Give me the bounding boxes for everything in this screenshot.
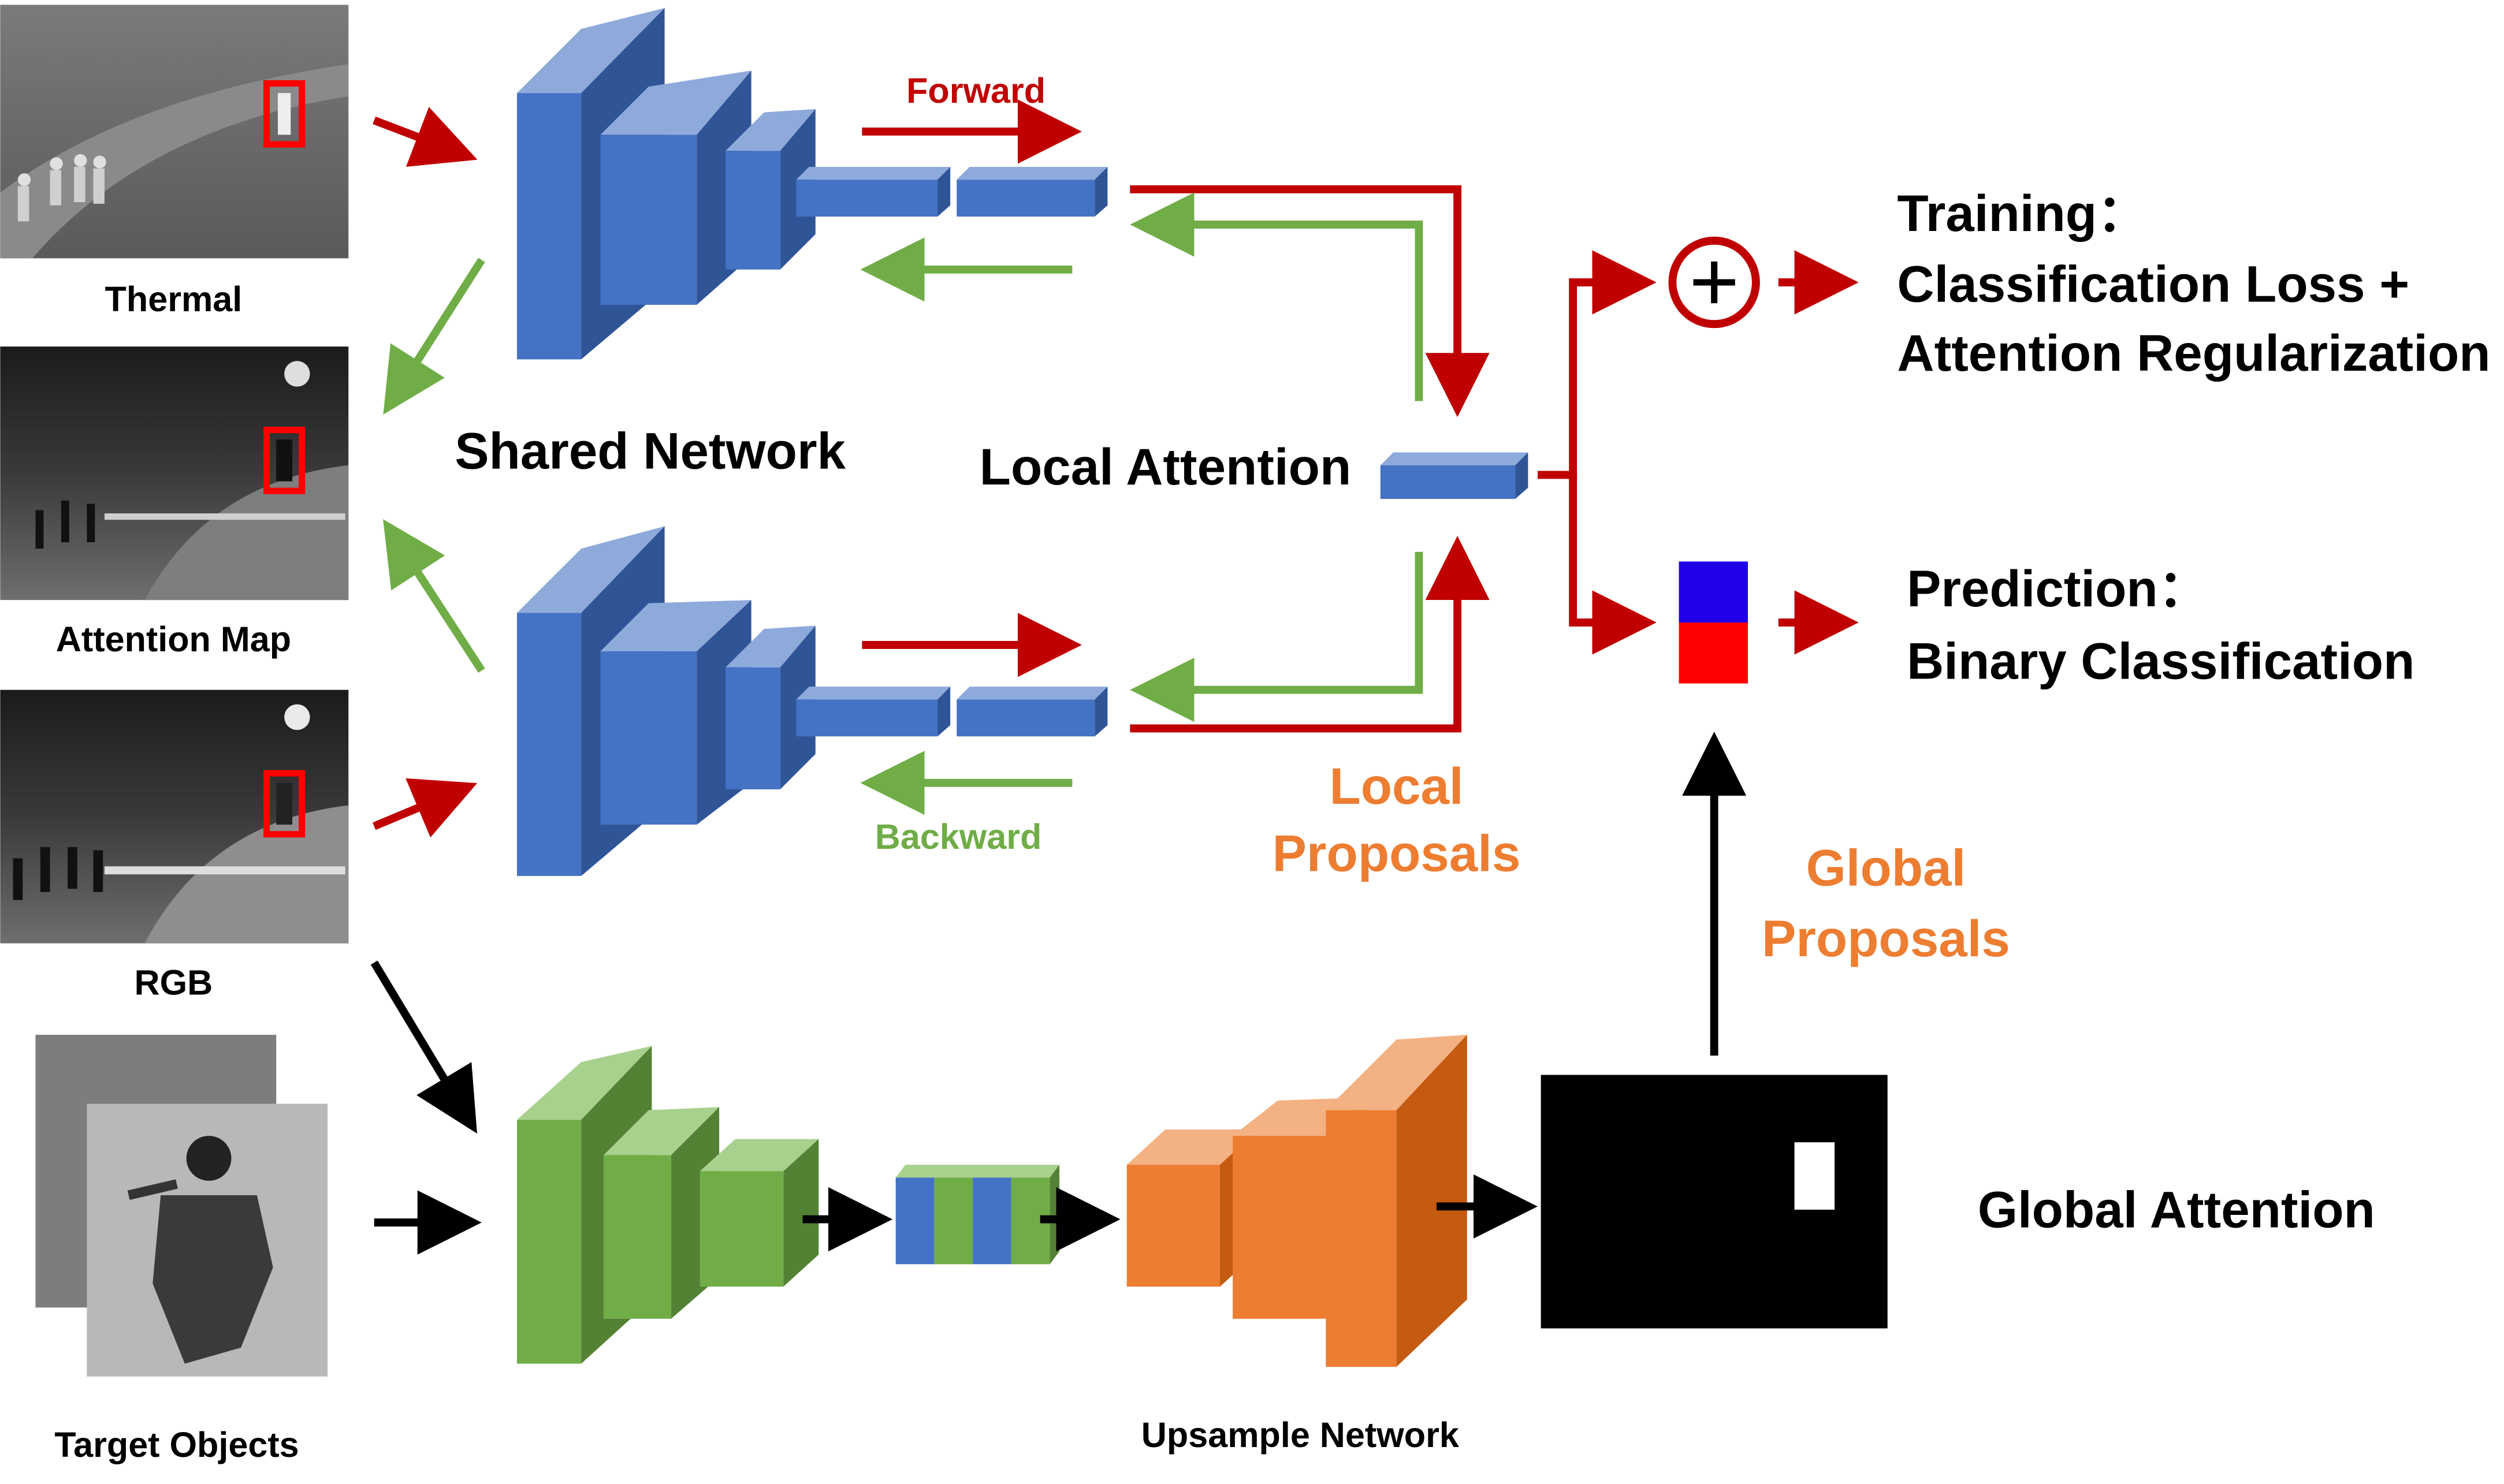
rgb-label: RGB xyxy=(135,963,213,1002)
prediction-line1: Binary Classification xyxy=(1907,632,2414,689)
global-encoder-network xyxy=(517,1046,819,1364)
attention-output-arrow-top xyxy=(383,258,485,415)
global-attention-label: Global Attention xyxy=(1978,1181,2375,1238)
local-proposals-label-line2: Proposals xyxy=(1273,825,1521,882)
training-line1: Classification Loss + xyxy=(1897,255,2409,312)
rgb-input-arrow xyxy=(373,778,478,838)
rgb-image xyxy=(0,689,349,944)
global-attention-map xyxy=(1541,1075,1888,1329)
to-training-connector xyxy=(1538,250,1657,479)
prediction-title: Prediction： xyxy=(1907,560,2209,617)
global-proposals-label-line1: Global xyxy=(1806,840,1966,897)
top-forward-connector xyxy=(1130,185,1490,417)
rgb-to-global-arrow xyxy=(370,960,477,1134)
target-objects-label: Target Objects xyxy=(54,1425,299,1464)
thermal-input-arrow xyxy=(373,107,478,167)
thermal-label: Thermal xyxy=(105,279,243,319)
to-prediction-connector xyxy=(1569,475,1657,655)
bottom-forward-connector xyxy=(1130,535,1490,733)
attention-map-image xyxy=(0,346,349,601)
local-attention-label: Local Attention xyxy=(980,438,1352,495)
backward-label: Backward xyxy=(875,817,1042,856)
attention-output-arrow-bottom xyxy=(383,519,485,673)
training-line2: Attention Regularization xyxy=(1897,325,2490,382)
forward-label: Forward xyxy=(906,71,1045,110)
sum-operator-icon xyxy=(1668,236,1760,329)
local-attention-block xyxy=(1380,452,1528,499)
bottom-backward-connector xyxy=(1130,551,1423,722)
top-backward-connector xyxy=(1130,192,1423,401)
upsample-network xyxy=(1126,1035,1467,1367)
thermal-image xyxy=(0,5,349,259)
bottleneck-blocks xyxy=(895,1165,1060,1265)
shared-network-label: Shared Network xyxy=(455,422,846,479)
local-proposals-label-line1: Local xyxy=(1329,758,1463,815)
training-title: Training： xyxy=(1897,185,2148,242)
global-proposals-label-line2: Proposals xyxy=(1762,910,2010,967)
attention-map-label: Attention Map xyxy=(56,620,291,659)
shared-network-top xyxy=(517,8,1108,360)
prediction-block xyxy=(1679,561,1748,684)
target-objects-images xyxy=(35,1035,328,1377)
upsample-network-label: Upsample Network xyxy=(1141,1415,1460,1455)
shared-network-bottom xyxy=(517,526,1108,876)
